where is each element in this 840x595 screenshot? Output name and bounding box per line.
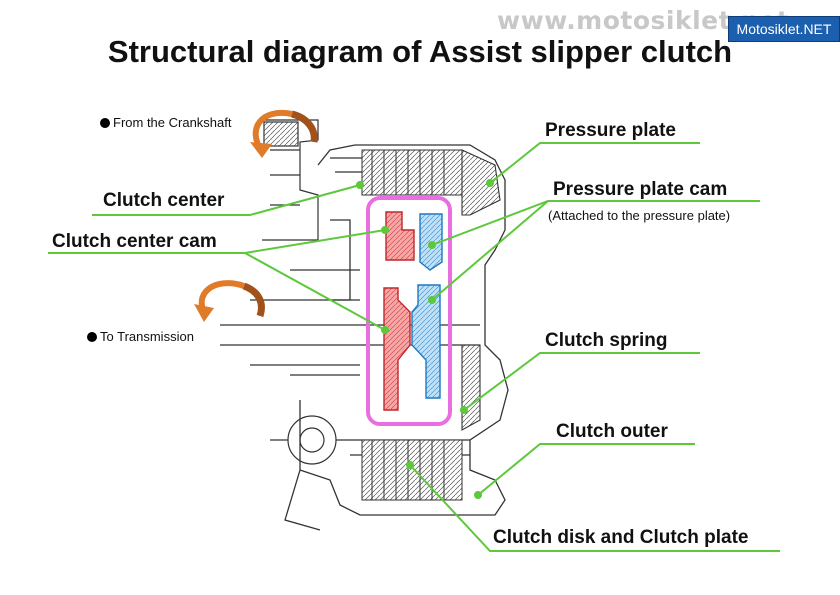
label-clutch-disk-plate: Clutch disk and Clutch plate [493, 527, 749, 548]
bullet-icon [100, 118, 110, 128]
label-pressure-plate-cam: Pressure plate cam [553, 179, 728, 200]
crankshaft-rotation-arrow-icon [250, 109, 318, 158]
note-transmission: To Transmission [87, 329, 194, 344]
crankshaft-gear [262, 119, 319, 241]
leader-pressure-plate-cam-b [431, 200, 549, 301]
watermark-badge: Motosiklet.NET [728, 16, 840, 42]
note-crankshaft-text: From the Crankshaft [113, 115, 232, 130]
label-clutch-outer: Clutch outer [556, 421, 668, 442]
leader-clutch-center-cam-b [244, 252, 386, 331]
shaft-bearing [270, 415, 350, 465]
bullet-icon [87, 332, 97, 342]
label-clutch-spring: Clutch spring [545, 330, 668, 351]
label-pressure-plate: Pressure plate [545, 120, 676, 141]
leader-clutch-outer [477, 443, 695, 496]
transmission-rotation-arrow-icon [194, 280, 265, 322]
note-transmission-text: To Transmission [100, 329, 194, 344]
slipper-cam-highlight-box [366, 196, 452, 426]
leader-endpoints [356, 179, 494, 499]
label-pressure-plate-cam-note: (Attached to the pressure plate) [548, 208, 731, 223]
leader-clutch-disk-plate [409, 464, 780, 552]
upper-plate-stack [361, 149, 463, 196]
leader-lines [48, 142, 780, 552]
clutch-center-cam-shape [383, 211, 415, 411]
leader-clutch-spring [463, 352, 700, 411]
label-clutch-center: Clutch center [103, 190, 225, 211]
lower-plate-stack [361, 439, 463, 501]
label-clutch-center-cam: Clutch center cam [52, 231, 217, 252]
note-crankshaft: From the Crankshaft [100, 115, 232, 130]
pressure-plate-cam-shape [411, 213, 443, 399]
page-title: Structural diagram of Assist slipper clu… [107, 34, 733, 69]
leader-pressure-plate [489, 142, 700, 184]
leader-clutch-center [92, 184, 361, 216]
